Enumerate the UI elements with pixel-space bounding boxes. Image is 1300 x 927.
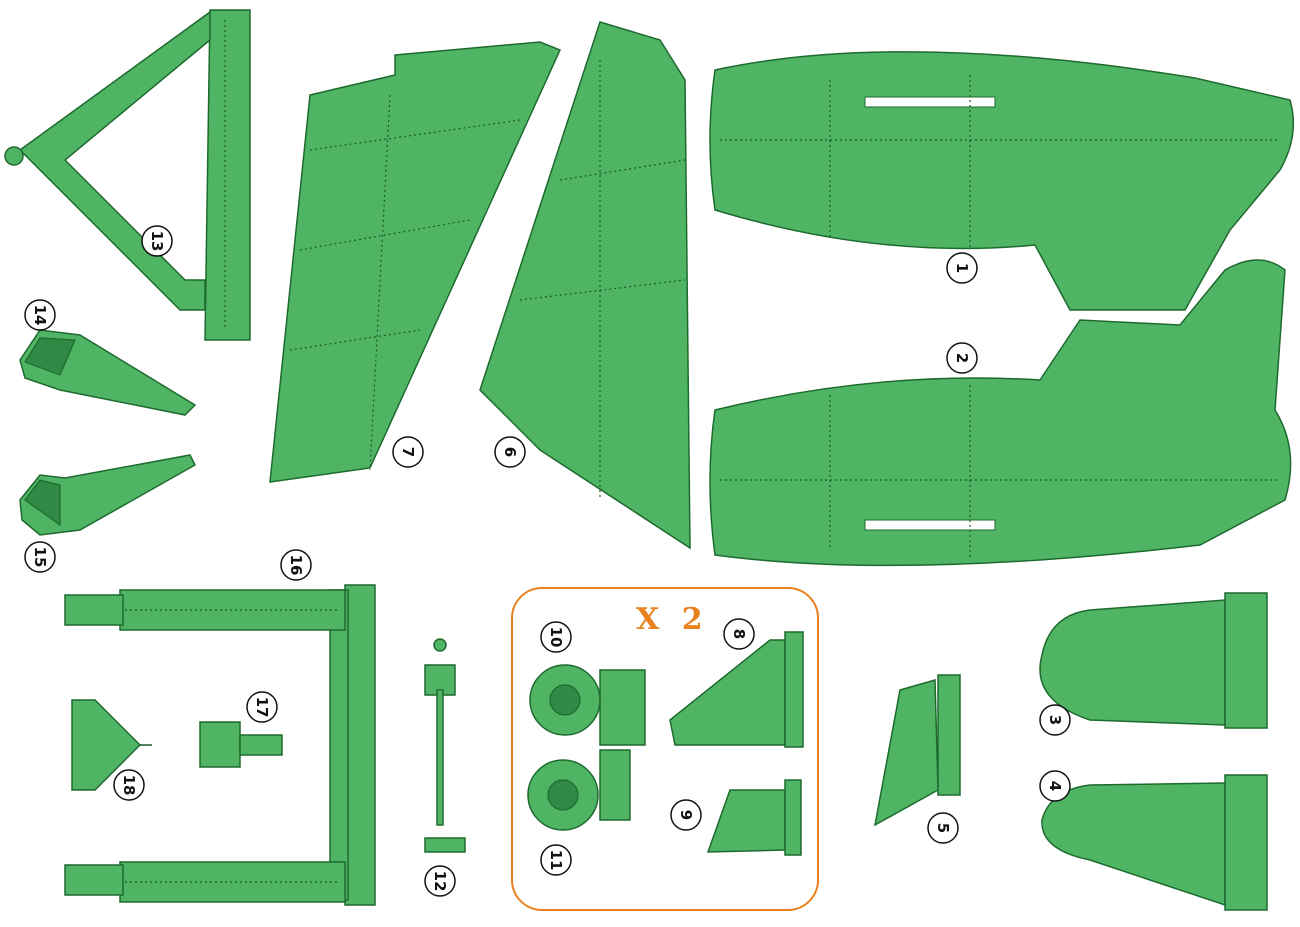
part-number-label-10: 10 [540,621,572,653]
part-number: 13 [148,231,166,252]
part-7-wing [269,41,562,483]
part-number: 6 [501,447,519,457]
part-number: 10 [547,627,565,648]
part-9-fin [706,779,802,856]
part-number-label-5: 5 [927,812,959,844]
part-number-label-14: 14 [24,299,56,331]
part-number: 2 [953,353,971,363]
part-1-fuselage [709,51,1295,311]
part-number: 12 [431,871,449,892]
part-15-bracket [19,454,196,536]
part-number: 11 [547,850,565,871]
part-4-stabilizer [1041,774,1268,911]
part-number: 9 [677,810,695,820]
part-number-label-12: 12 [424,865,456,897]
part-number: 3 [1046,715,1064,725]
part-number-label-6: 6 [494,436,526,468]
part-number-label-7: 7 [392,436,424,468]
part-13-a-frame [4,9,251,341]
part-number-label-16: 16 [280,549,312,581]
part-10-wheel [529,664,646,746]
part-number-label-9: 9 [670,799,702,831]
part-12-post [424,638,466,853]
x2-group-frame [511,587,819,911]
part-number-label-8: 8 [723,618,755,650]
part-number-label-1: 1 [946,252,978,284]
part-17-fitting [199,721,283,768]
part-number: 15 [31,547,49,568]
part-5-fin [873,674,961,827]
part-number-label-13: 13 [141,225,173,257]
part-number-label-17: 17 [246,691,278,723]
part-number-label-3: 3 [1039,704,1071,736]
part-number: 7 [399,447,417,457]
part-number: 14 [31,305,49,326]
part-14-bracket [19,329,197,416]
part-number-label-15: 15 [24,541,56,573]
part-number: 4 [1046,781,1064,791]
part-2-fuselage [709,259,1292,567]
part-number: 8 [730,629,748,639]
part-number: 1 [953,263,971,273]
part-number-label-2: 2 [946,342,978,374]
part-number-label-11: 11 [540,844,572,876]
part-number-label-4: 4 [1039,770,1071,802]
part-8-fin [669,631,804,748]
part-number: 18 [120,775,138,796]
part-3-stabilizer [1039,592,1268,729]
part-number: 17 [253,697,271,718]
part-11-wheel [527,749,631,831]
part-number: 16 [287,555,305,576]
part-number: 5 [934,823,952,833]
part-18-cone [71,699,152,791]
part-16-u-frame [64,584,376,906]
part-6-wing [479,21,691,550]
part-number-label-18: 18 [113,769,145,801]
quantity-badge: X 2 [636,602,709,637]
